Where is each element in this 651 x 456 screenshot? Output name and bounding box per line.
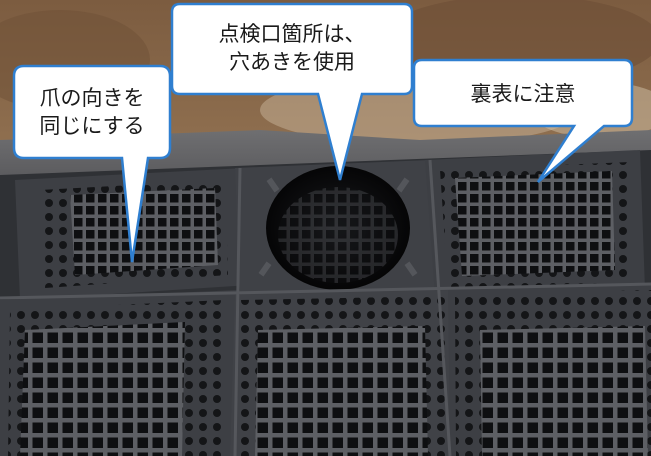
- callout-claw-text: 爪の向きを 同じにする: [14, 84, 170, 140]
- grate-near-center: [230, 290, 455, 456]
- grate-near-left: [0, 290, 240, 456]
- grate-center-inspection: [235, 160, 440, 300]
- grate-far-right: [425, 150, 645, 296]
- callout-claw-line-2: 同じにする: [39, 114, 145, 138]
- callout-inspection-text: 点検口箇所は、 穴あきを使用: [172, 20, 412, 76]
- callout-inspection: [170, 2, 414, 181]
- callout-inspection-line-2: 穴あきを使用: [229, 50, 355, 74]
- callout-sides: [412, 58, 634, 183]
- callout-claw-line-1: 爪の向きを: [39, 86, 145, 110]
- callout-claw: [12, 64, 172, 263]
- callout-sides-line-1: 裏表に注意: [470, 82, 576, 106]
- grate-near-right: [448, 285, 651, 456]
- callout-inspection-line-1: 点検口箇所は、: [218, 22, 366, 46]
- grate-joints: [0, 159, 651, 456]
- callout-sides-text: 裏表に注意: [414, 80, 632, 108]
